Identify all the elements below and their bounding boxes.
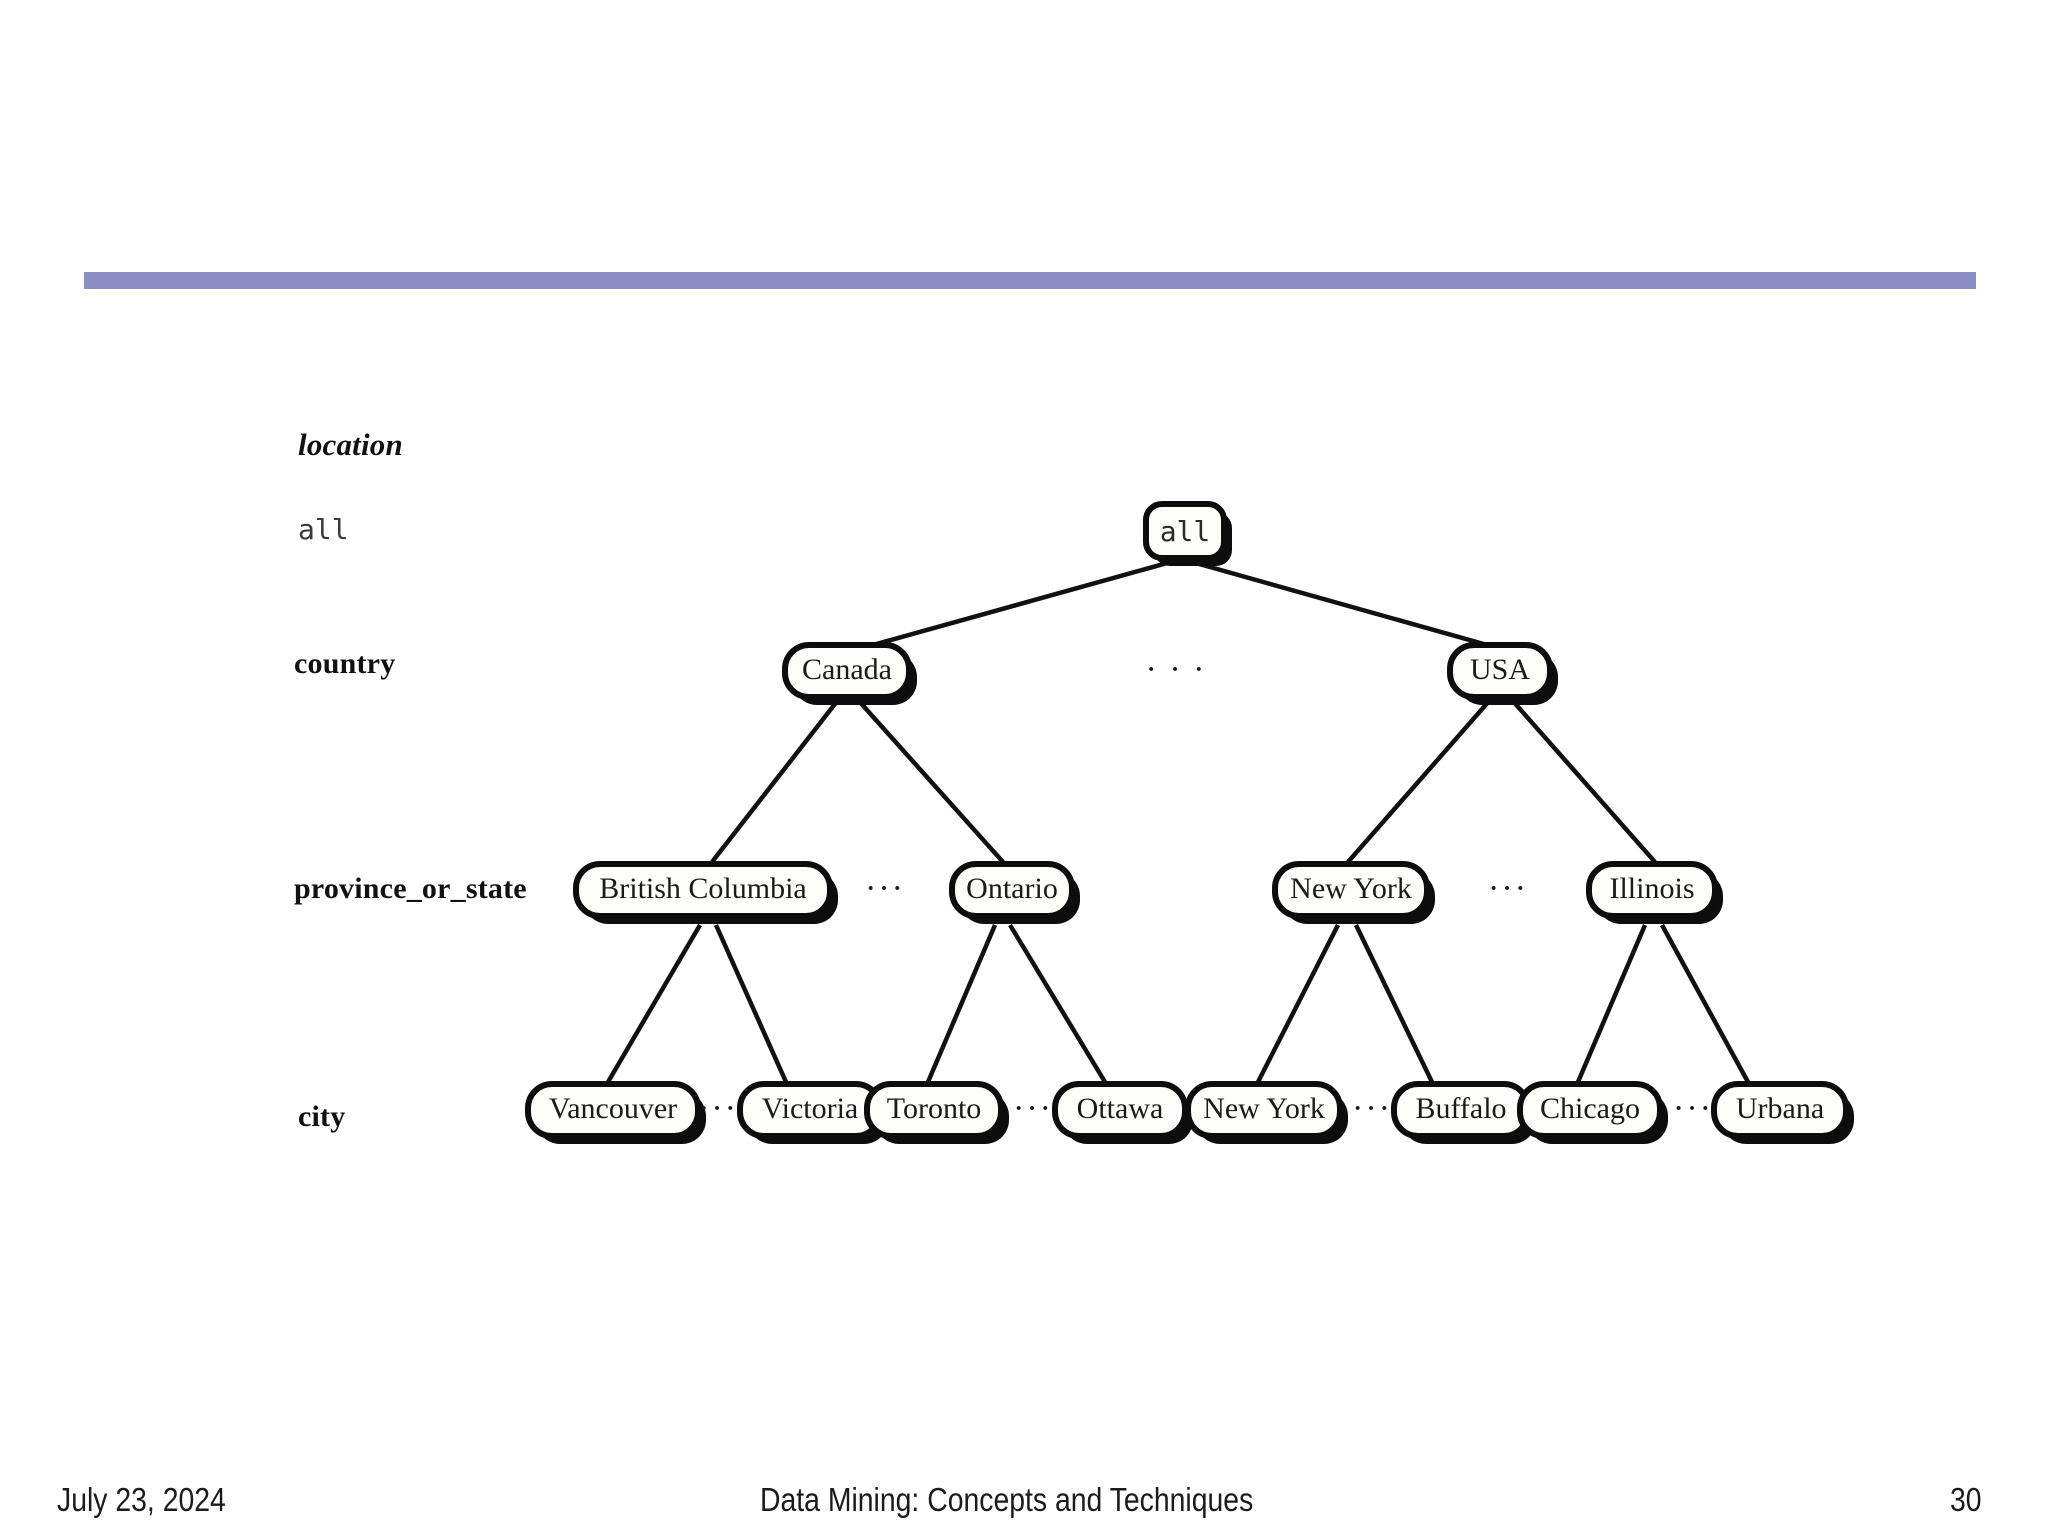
node-ottawa[interactable]: Ottawa — [1052, 1081, 1193, 1144]
node-vancouver-label: Vancouver — [549, 1092, 677, 1125]
edge-newyorkstate-new-york — [1255, 923, 1341, 1084]
node-usa-box — [1447, 642, 1553, 700]
node-toronto-label: Toronto — [887, 1092, 982, 1125]
node-buffalo[interactable]: Buffalo — [1391, 1081, 1536, 1144]
node-toronto[interactable]: Toronto — [864, 1081, 1009, 1144]
level-label-country: country — [294, 647, 396, 680]
node-british-columbia-label: British Columbia — [599, 872, 807, 905]
node-urbana[interactable]: Urbana — [1711, 1081, 1854, 1144]
level-label-all: all — [298, 513, 349, 546]
node-british-columbia-box — [573, 861, 833, 919]
node-chicago-box — [1517, 1081, 1663, 1139]
node-urbana-label: Urbana — [1736, 1092, 1824, 1125]
ellipsis-province-ny-illinois: ··· — [1488, 870, 1528, 907]
node-chicago-label: Chicago — [1540, 1092, 1640, 1125]
footer-title: Data Mining: Concepts and Techniques — [760, 1481, 1254, 1518]
node-british-columbia[interactable]: British Columbia — [573, 861, 838, 924]
node-ontario-box — [949, 861, 1075, 919]
node-chicago[interactable]: Chicago — [1517, 1081, 1668, 1144]
edge-all-usa — [1184, 557, 1506, 653]
node-illinois-box — [1586, 861, 1718, 919]
node-toronto-box — [864, 1081, 1004, 1139]
hierarchy-tree-svg: .edge { stroke: #111111; stroke-width: 4… — [525, 501, 1854, 1144]
node-ontario[interactable]: Ontario — [949, 861, 1080, 924]
level-label-city: city — [298, 1100, 346, 1133]
node-victoria[interactable]: Victoria — [737, 1081, 888, 1144]
node-city-new-york-label: New York — [1203, 1092, 1325, 1125]
ellipsis-city-vancouver-victoria: ··· — [698, 1090, 738, 1127]
node-ottawa-label: Ottawa — [1077, 1092, 1164, 1125]
ellipsis-country: · · · — [1146, 651, 1207, 688]
edge-ontario-ottawa — [1008, 923, 1107, 1084]
node-usa[interactable]: USA — [1447, 642, 1558, 705]
node-all-label: all — [1160, 515, 1211, 548]
slide-footer: July 23, 2024 Data Mining: Concepts and … — [0, 1470, 2048, 1536]
edge-all-canada — [854, 557, 1179, 653]
node-ontario-label: Ontario — [966, 872, 1058, 905]
node-canada-label: Canada — [802, 653, 892, 686]
node-city-new-york[interactable]: New York — [1185, 1081, 1348, 1144]
edge-canada-british-columbia — [710, 698, 840, 864]
edge-illinois-urbana — [1660, 923, 1750, 1084]
edge-bc-victoria — [713, 924, 789, 1083]
node-urbana-box — [1711, 1081, 1849, 1139]
node-canada[interactable]: Canada — [782, 642, 917, 705]
node-usa-label: USA — [1470, 653, 1530, 686]
concept-hierarchy-figure: location all country province_or_state c… — [294, 427, 1854, 1144]
edge-bc-vancouver — [606, 923, 702, 1084]
node-all[interactable]: all — [1143, 501, 1232, 566]
header-divider-rule — [84, 272, 1976, 289]
node-vancouver[interactable]: Vancouver — [525, 1081, 706, 1144]
node-all-box — [1143, 501, 1227, 561]
edge-usa-illinois — [1510, 698, 1657, 864]
node-state-new-york-label: New York — [1290, 872, 1412, 905]
node-city-new-york-box — [1185, 1081, 1343, 1139]
ellipsis-province-bc-ontario: ··· — [865, 870, 905, 907]
footer-page-number: 30 — [1950, 1481, 1982, 1518]
node-illinois[interactable]: Illinois — [1586, 861, 1723, 924]
ellipsis-city-newyork-buffalo: ··· — [1352, 1090, 1392, 1127]
node-victoria-label: Victoria — [762, 1092, 859, 1125]
level-label-province-or-state: province_or_state — [294, 872, 527, 905]
edge-canada-ontario — [856, 698, 1005, 864]
ellipsis-city-toronto-ottawa: ··· — [1013, 1090, 1053, 1127]
footer-date: July 23, 2024 — [57, 1481, 226, 1518]
dimension-label-location: location — [298, 427, 403, 462]
node-vancouver-box — [525, 1081, 701, 1139]
edge-ontario-toronto — [925, 924, 998, 1083]
node-state-new-york[interactable]: New York — [1272, 861, 1435, 924]
edge-newyorkstate-buffalo — [1353, 924, 1435, 1083]
node-state-new-york-box — [1272, 861, 1430, 919]
ellipsis-city-chicago-urbana: ··· — [1673, 1090, 1713, 1127]
edge-usa-new-york — [1346, 698, 1492, 864]
node-buffalo-label: Buffalo — [1415, 1092, 1506, 1125]
node-illinois-label: Illinois — [1609, 872, 1694, 905]
edge-illinois-chicago — [1575, 924, 1648, 1083]
node-canada-box — [782, 642, 912, 700]
